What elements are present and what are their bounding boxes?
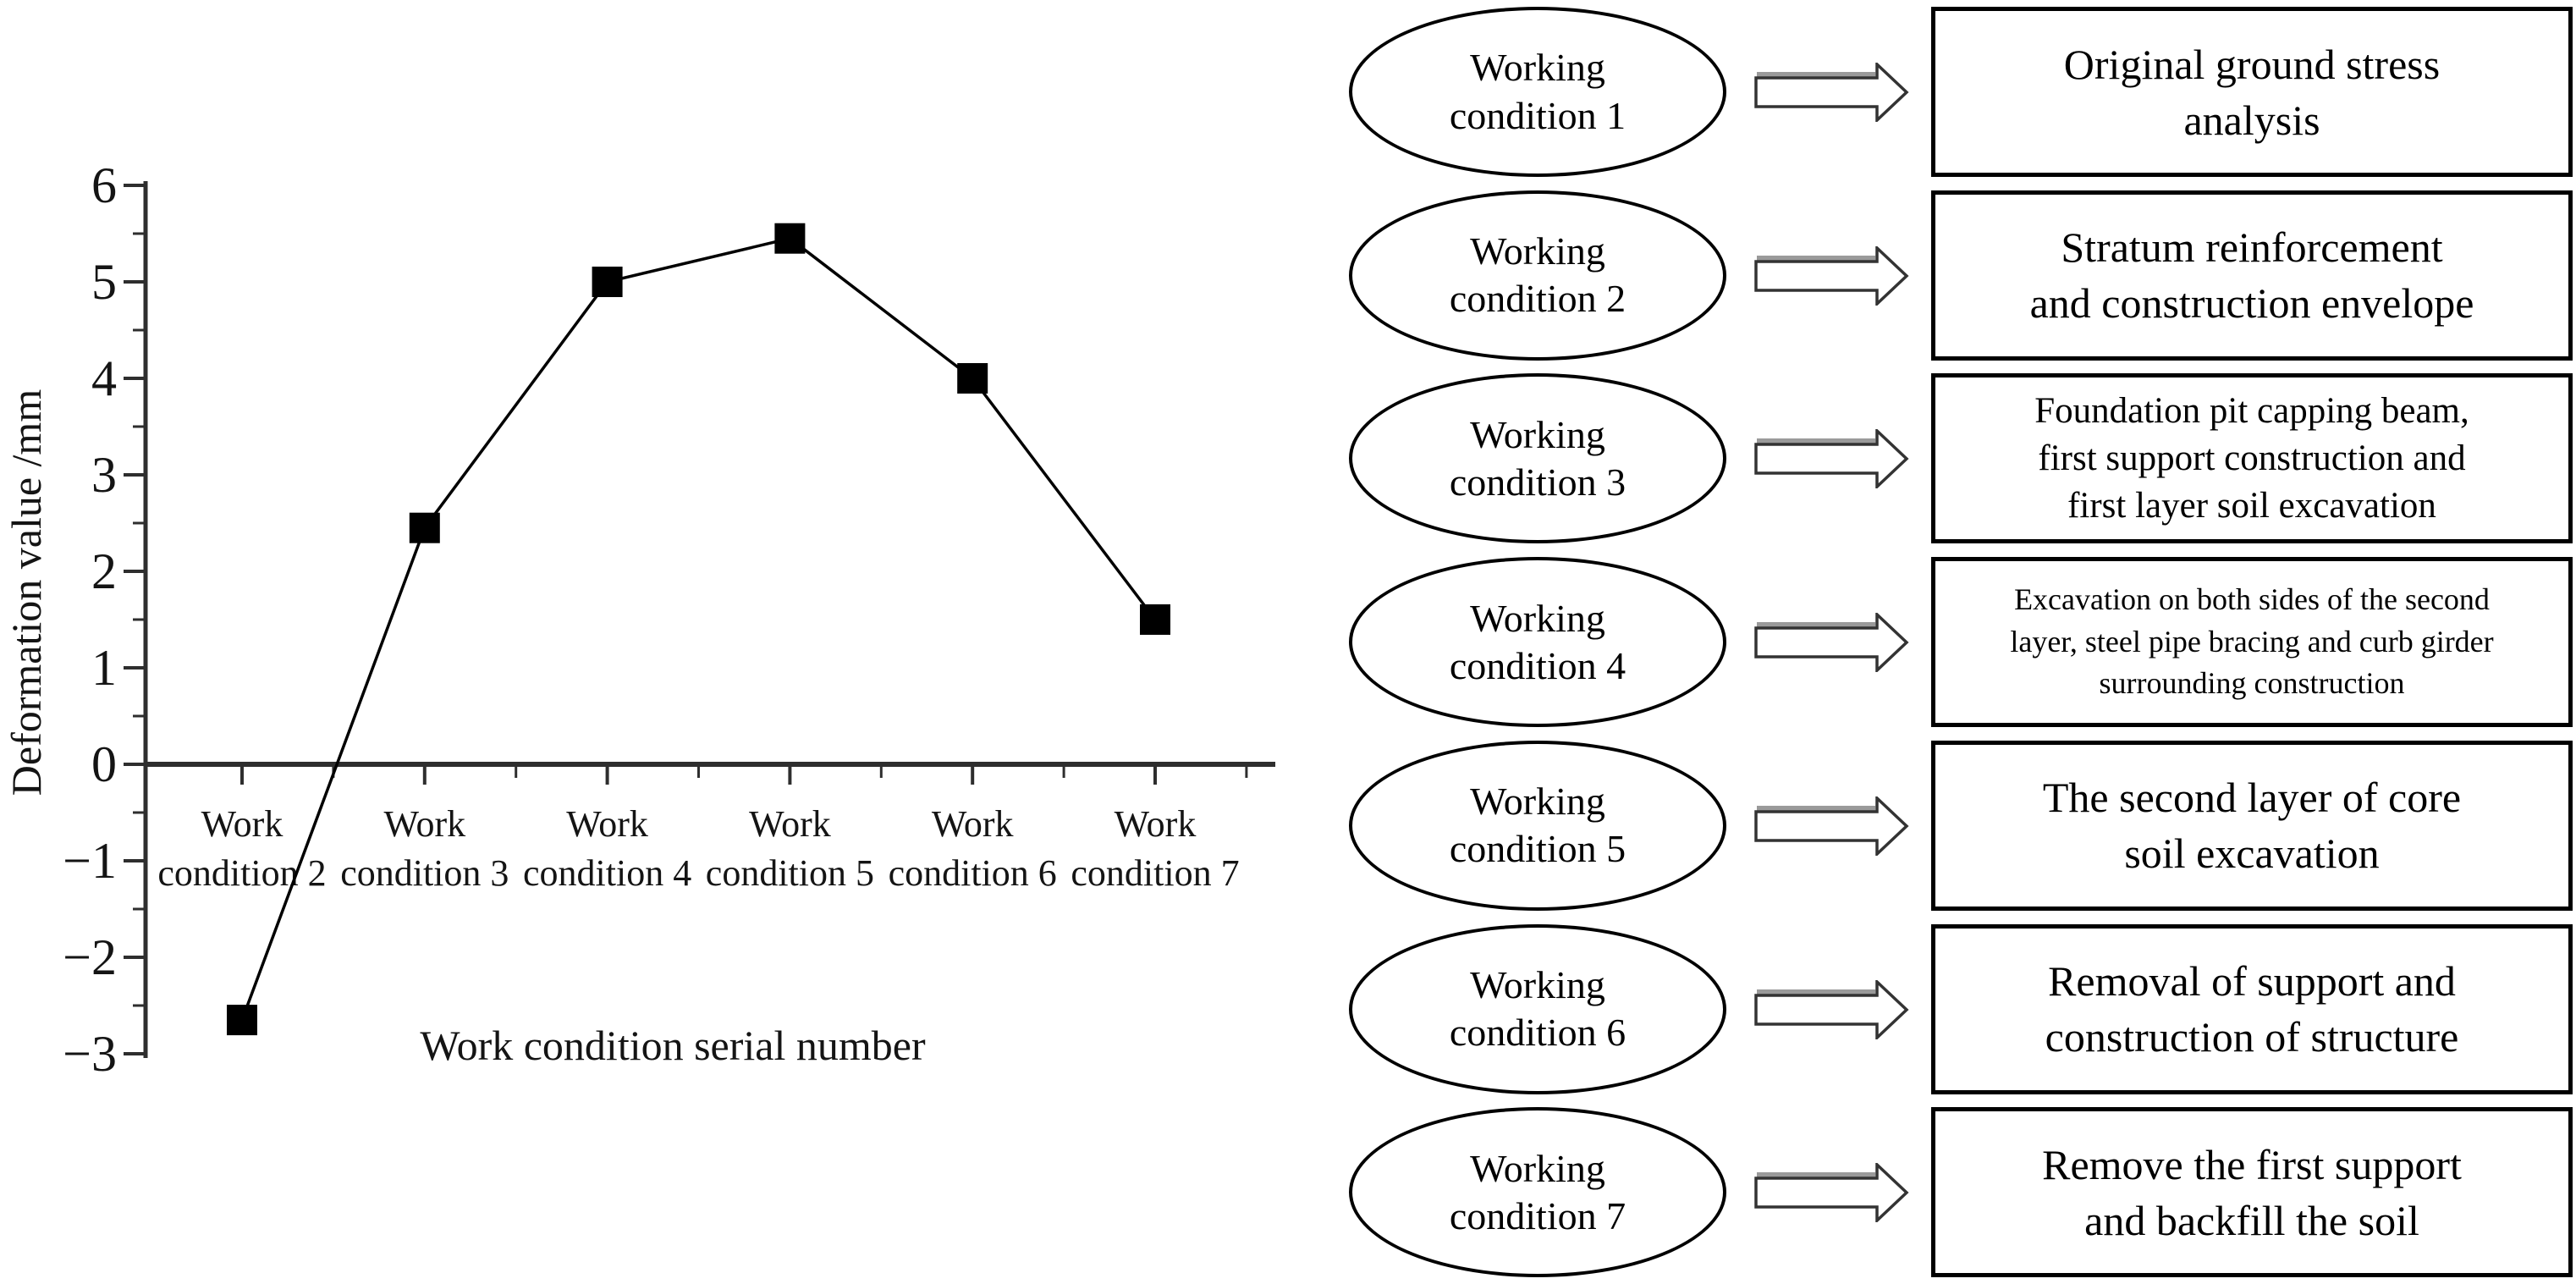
- right-arrow-icon: [1754, 245, 1909, 306]
- step-box-text-line: first support construction and: [2038, 438, 2466, 478]
- step-box-text-line: Stratum reinforcement: [2061, 223, 2443, 272]
- ellipse-label-line: Working: [1470, 962, 1605, 1006]
- x-tick-label-line2: condition 5: [706, 852, 874, 894]
- ellipse-label-line: Working: [1470, 229, 1605, 273]
- step-box-text-line: Original ground stress: [2063, 40, 2441, 88]
- step-box-text-line: surrounding construction: [2099, 666, 2405, 701]
- working-condition-4-ellipse: Working condition 4: [1349, 557, 1726, 728]
- y-tick-label: −1: [63, 833, 117, 889]
- step-box-text-line: analysis: [2183, 96, 2320, 144]
- step-box-text-line: and backfill the soil: [2084, 1196, 2419, 1244]
- ellipse-label-line: condition 2: [1449, 277, 1627, 321]
- x-tick-label-line1: Work: [383, 803, 465, 845]
- x-tick-label-line2: condition 6: [889, 852, 1057, 894]
- ellipse-label-line: condition 1: [1449, 93, 1627, 137]
- y-tick-label: 5: [91, 254, 117, 310]
- right-arrow-icon: [1754, 979, 1909, 1039]
- deformation-chart-panel: 6 5 4 3 2 1 0 −1 −2 −3 Work condition 2 Work conditio…: [3, 157, 1275, 1082]
- ellipse-label-line: Working: [1470, 596, 1605, 640]
- working-condition-flowchart: Working condition 1 Original ground stre…: [1320, 0, 2576, 1284]
- ellipse-label-line: condition 4: [1449, 643, 1627, 687]
- data-line: [240, 236, 1157, 1021]
- data-point-marker: [1140, 604, 1170, 635]
- ellipse-label-line: Working: [1470, 412, 1605, 456]
- x-tick-label-line1: Work: [201, 803, 283, 845]
- y-tick-label: −2: [63, 929, 117, 985]
- working-condition-3-ellipse: Working condition 3: [1349, 373, 1726, 544]
- flow-row-6: Working condition 6 Removal of support a…: [1320, 918, 2576, 1101]
- y-tick-label: 4: [91, 350, 117, 406]
- x-tick-label-line1: Work: [932, 803, 1014, 845]
- y-tick-label: 1: [91, 640, 117, 696]
- step-box-text-line: The second layer of core: [2042, 774, 2462, 822]
- step-box-text-line: Remove the first support: [2042, 1140, 2462, 1188]
- x-tick-label-line1: Work: [566, 803, 648, 845]
- step-box-2: Stratum reinforcement and construction e…: [1931, 190, 2573, 361]
- data-point-marker: [409, 512, 440, 543]
- working-condition-1-ellipse: Working condition 1: [1349, 7, 1726, 177]
- flow-row-2: Working condition 2 Stratum reinforcemen…: [1320, 184, 2576, 367]
- y-axis-title: Deformation value /mm: [3, 389, 50, 796]
- ellipse-label-line: condition 3: [1449, 460, 1627, 504]
- data-point-marker: [957, 363, 988, 394]
- ellipse-label-line: Working: [1470, 1146, 1605, 1190]
- deformation-line-chart: 6 5 4 3 2 1 0 −1 −2 −3 Work condition 2 Work conditio…: [3, 157, 1275, 1082]
- data-point-marker: [227, 1005, 257, 1036]
- x-tick-label-line2: condition 3: [340, 852, 509, 894]
- step-box-4: Excavation on both sides of the second l…: [1931, 557, 2573, 728]
- x-tick-label-line2: condition 4: [523, 852, 691, 894]
- x-tick-label-line2: condition 7: [1071, 852, 1239, 894]
- working-condition-2-ellipse: Working condition 2: [1349, 190, 1726, 361]
- right-arrow-icon: [1754, 429, 1909, 489]
- ellipse-label-line: Working: [1470, 46, 1605, 90]
- x-tick-label-line1: Work: [1115, 803, 1197, 845]
- working-condition-7-ellipse: Working condition 7: [1349, 1107, 1726, 1278]
- ellipse-label-line: condition 5: [1449, 827, 1627, 871]
- ellipse-label-line: Working: [1470, 780, 1605, 824]
- flow-row-4: Working condition 4 Excavation on both s…: [1320, 550, 2576, 734]
- flow-row-5: Working condition 5 The second layer of …: [1320, 734, 2576, 918]
- working-condition-6-ellipse: Working condition 6: [1349, 923, 1726, 1094]
- x-axis-title: Work condition serial number: [420, 1022, 926, 1069]
- step-box-text-line: and construction envelope: [2029, 279, 2474, 328]
- working-condition-5-ellipse: Working condition 5: [1349, 740, 1726, 911]
- ellipse-label-line: condition 7: [1449, 1193, 1627, 1237]
- y-tick-label: −3: [63, 1026, 117, 1082]
- step-box-text-line: Excavation on both sides of the second: [2014, 582, 2490, 617]
- flow-row-1: Working condition 1 Original ground stre…: [1320, 0, 2576, 184]
- step-box-1: Original ground stress analysis: [1931, 7, 2573, 177]
- x-tick-label-line2: condition 2: [157, 852, 326, 894]
- y-tick-label: 3: [91, 447, 117, 503]
- y-tick-label: 0: [91, 736, 117, 792]
- right-arrow-icon: [1754, 1163, 1909, 1223]
- right-arrow-icon: [1754, 63, 1909, 122]
- step-box-text-line: soil excavation: [2124, 829, 2380, 878]
- data-point-marker: [592, 267, 623, 297]
- data-point-marker: [774, 223, 806, 254]
- step-box-3: Foundation pit capping beam, first suppo…: [1931, 373, 2573, 544]
- x-tick-label-line1: Work: [749, 803, 831, 845]
- step-box-5: The second layer of core soil excavation: [1931, 740, 2573, 911]
- flow-row-7: Working condition 7 Remove the first sup…: [1320, 1100, 2576, 1284]
- ellipse-label-line: condition 6: [1449, 1011, 1627, 1055]
- step-box-text-line: construction of structure: [2045, 1013, 2459, 1061]
- y-tick-label: 2: [91, 543, 117, 599]
- step-box-text-line: first layer soil excavation: [2067, 485, 2436, 526]
- flow-row-3: Working condition 3 Foundation pit cappi…: [1320, 366, 2576, 550]
- step-box-text-line: layer, steel pipe bracing and curb girde…: [2010, 624, 2494, 659]
- y-tick-label: 6: [91, 157, 117, 213]
- step-box-text-line: Removal of support and: [2048, 957, 2456, 1006]
- right-arrow-icon: [1754, 613, 1909, 673]
- step-box-6: Removal of support and construction of s…: [1931, 923, 2573, 1094]
- step-box-7: Remove the first support and backfill th…: [1931, 1107, 2573, 1278]
- right-arrow-icon: [1754, 796, 1909, 856]
- step-box-text-line: Foundation pit capping beam,: [2034, 391, 2469, 432]
